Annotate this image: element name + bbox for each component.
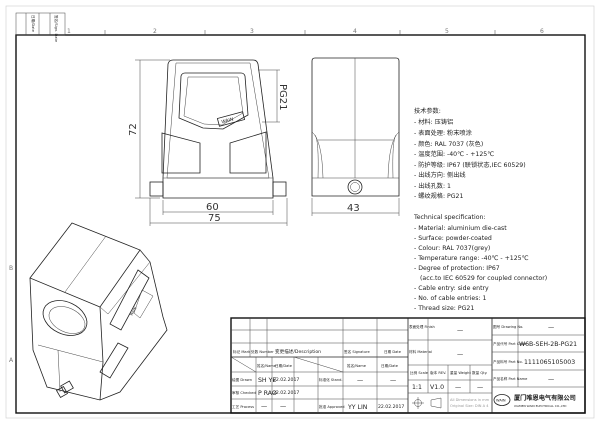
process-name: — xyxy=(261,403,267,410)
dimension-75: 75 xyxy=(208,213,221,224)
spec-en-item: - Degree of protection: IP67 xyxy=(414,265,500,272)
spec-en-item: - Surface: powder-coated xyxy=(414,235,492,242)
checked-date: 22.02.2017 xyxy=(273,390,299,396)
iso-wain-brand-mark: WAIN xyxy=(129,306,137,317)
stand-label: 标准化 Stand. xyxy=(319,377,343,382)
spec-cn-item: - 出线方向: 侧出线 xyxy=(414,171,466,179)
dimension-pg21: PG21 xyxy=(277,84,288,111)
weight-value: — xyxy=(455,384,461,391)
wain-brand-mark: WAIN xyxy=(216,111,246,127)
qty-label: 数量 Qty. xyxy=(472,370,488,375)
header-name-2: 姓名/Name xyxy=(347,363,367,368)
part-no-label: 产品料号 Part No. xyxy=(493,359,523,364)
header-mark: 标记 Mark xyxy=(233,349,251,354)
weight-label: 重量 Weight xyxy=(450,370,471,375)
drawn-name: SH YE xyxy=(258,377,276,384)
spec-chinese: 技术参数: - 材料: 压铸铝 - 表面处理: 粉末喷涂 - 颜色: RAL 7… xyxy=(414,107,526,200)
grid-col-2: 2 xyxy=(153,28,157,35)
qty-value: — xyxy=(477,384,483,391)
part-name-label: 产品名称 Part Name xyxy=(493,376,528,381)
stand-date: — xyxy=(390,377,396,384)
header-date-2: 日期/Date xyxy=(381,363,399,368)
company-name-cn: 厦门唯恩电气有限公司 xyxy=(513,394,576,402)
spec-cn-item: - 防护等级: IP67 (联锁状态,IEC 60529) xyxy=(414,161,526,169)
drawn-label: 绘图 Drawn xyxy=(232,377,252,382)
header-date: 日期 Date xyxy=(384,349,402,354)
spec-en-title: Technical specification: xyxy=(413,214,485,221)
spec-cn-item: - 表面处理: 粉末喷涂 xyxy=(414,129,472,137)
dimensions-note: All Dimensions in mm xyxy=(450,398,490,402)
revision-box: 日期/Date 签名/Sign. Date xyxy=(15,12,66,43)
spec-en-item: - No. of cable entries: 1 xyxy=(414,295,486,302)
material-value: — xyxy=(457,351,463,358)
approved-date: 22.02.2017 xyxy=(378,404,404,410)
drawing-no-label: 图号 Drawing No. xyxy=(493,324,523,329)
dimension-60: 60 xyxy=(206,202,219,213)
grid-labels: 1 2 3 4 5 6 B A xyxy=(9,28,544,364)
spec-cn-title: 技术参数: xyxy=(414,107,441,115)
process-date: — xyxy=(280,403,286,410)
grid-col-5: 5 xyxy=(445,28,449,35)
part-no-value: 1111065105003 xyxy=(524,359,575,366)
process-label: 工艺 Process xyxy=(232,404,254,409)
finish-value: — xyxy=(457,327,463,334)
isometric-view: WAIN xyxy=(29,222,168,401)
front-view: WAIN 60 75 72 PG21 xyxy=(128,59,288,226)
header-name: 姓名/Name xyxy=(257,363,277,368)
part-code-label: 产品代号 Part Code xyxy=(493,341,527,346)
approved-label: 批准 Approved xyxy=(319,404,345,409)
drawing-frame xyxy=(15,34,586,414)
spec-en-item: - Colour: RAL 7037(grey) xyxy=(414,245,490,252)
material-label: 材料 Material xyxy=(409,349,432,354)
drawn-date: 22.02.2017 xyxy=(273,377,299,383)
spec-cn-item: - 材料: 压铸铝 xyxy=(414,118,453,126)
svg-text:WAIN: WAIN xyxy=(496,399,506,403)
spec-en-item: (acc.to IEC 60529 for coupled connector) xyxy=(420,275,547,282)
revision-sign-label: 签名/Sign. Date xyxy=(54,15,59,43)
stand-name: — xyxy=(357,377,363,384)
size-note: Original Size: DIN A 4 xyxy=(450,404,489,408)
grid-col-6: 6 xyxy=(540,28,544,35)
checked-label: 审核 Checked xyxy=(232,390,256,395)
header-description: 变更描述/Description xyxy=(275,348,321,355)
part-code-value: W6B-SEH-2B-PG21 xyxy=(519,341,577,348)
grid-row-b: B xyxy=(9,265,13,272)
spec-english: Technical specification: - Material: alu… xyxy=(413,214,547,312)
sheet-outer-border xyxy=(5,5,595,419)
finish-label: 表面处理 Finish xyxy=(409,324,435,329)
checked-name: P RAO xyxy=(258,390,277,397)
rev-value: V1.0 xyxy=(430,384,444,391)
spec-en-item: - Cable entry: side entry xyxy=(414,285,489,292)
grid-row-a: A xyxy=(9,357,14,364)
spec-cn-item: - 螺纹规格: PG21 xyxy=(414,192,463,200)
grid-col-3: 3 xyxy=(250,28,254,35)
company-name-en: XIAMEN WAIN ELECTRICAL CO.,LTD xyxy=(514,404,567,408)
spec-en-item: - Temperature range: -40℃ - +125℃ xyxy=(414,255,529,262)
scale-value: 1:1 xyxy=(412,384,422,391)
part-name-value: — xyxy=(548,376,554,383)
header-name-date: 日期/Date xyxy=(275,363,293,368)
drawing-no-value: — xyxy=(548,324,554,331)
spec-cn-item: - 颜色: RAL 7037 (灰色) xyxy=(414,140,483,148)
spec-cn-item: - 出线孔数: 1 xyxy=(414,182,451,190)
header-number: 处数 Number xyxy=(251,349,274,354)
side-view: 43 xyxy=(311,57,400,216)
spec-cn-item: - 温度范围: -40℃ - +125℃ xyxy=(414,150,494,158)
scale-label: 比例 Scale xyxy=(410,370,429,375)
dimension-72: 72 xyxy=(128,123,139,136)
first-angle-projection-icon xyxy=(412,397,442,409)
grid-col-1: 1 xyxy=(67,28,71,35)
dimension-43: 43 xyxy=(347,203,360,214)
spec-en-item: - Thread size: PG21 xyxy=(414,305,474,312)
rev-label: 版本 REV. xyxy=(430,370,446,375)
approved-name: YY LIN xyxy=(347,404,368,411)
revision-date-label: 日期/Date xyxy=(31,15,36,33)
spec-en-item: - Material: aluminium die-cast xyxy=(414,225,507,232)
header-signature: 签名 Signature xyxy=(344,349,370,354)
grid-col-4: 4 xyxy=(353,28,357,35)
svg-text:WAIN: WAIN xyxy=(221,116,234,125)
title-block: 标记 Mark 处数 Number 变更描述/Description 签名 Si… xyxy=(230,317,586,414)
company-logo: WAIN xyxy=(493,394,511,406)
